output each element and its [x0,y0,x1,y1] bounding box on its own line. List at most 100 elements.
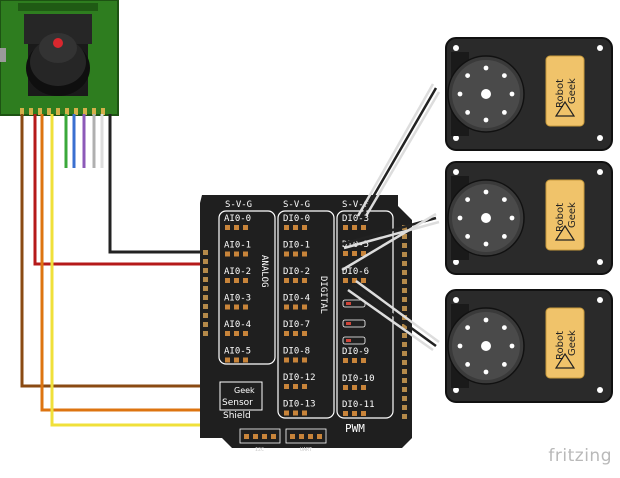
mount-hole-icon [453,45,459,51]
header-pin[interactable] [343,385,348,390]
header-pin[interactable] [243,357,248,363]
horn-hole-icon [501,197,507,203]
edge-pin [203,304,208,309]
brand-line1: Robot [555,79,566,108]
header-pin[interactable] [284,331,289,336]
header-pin[interactable] [284,304,289,310]
header-pin[interactable] [293,304,298,310]
edge-pin [402,252,407,257]
edge-pin [203,331,208,336]
analog-pin-row: AI0-0 [224,214,251,230]
digital-pin-label: DI0-8 [283,347,310,357]
edge-pin [203,250,208,255]
header-pin[interactable] [284,384,289,389]
header-pin[interactable] [361,251,366,256]
edge-pin [402,288,407,293]
robotgeek-logo-icon [554,352,576,369]
header-pin[interactable] [302,384,307,389]
header-pin[interactable] [352,411,357,416]
header-pin[interactable] [284,225,289,230]
header-pin[interactable] [302,251,307,257]
header-pin[interactable] [361,358,366,363]
header-pin[interactable] [284,357,289,363]
header-pin[interactable] [225,278,230,283]
header-pin[interactable] [234,225,239,230]
header-pin[interactable] [352,385,357,390]
header-pin[interactable] [343,278,348,283]
brand-line1: Robot [555,331,566,360]
horn-center-icon [481,341,491,351]
header-pin[interactable] [234,278,239,283]
header-pin[interactable] [361,278,366,283]
header-pin[interactable] [243,304,248,310]
edge-pin [402,279,407,284]
header-pin[interactable] [284,251,289,257]
camera-pin [92,108,96,115]
pwm-label: PWM [345,422,365,435]
header-pin[interactable] [302,278,307,283]
header-pin[interactable] [293,410,298,416]
header-pin[interactable] [225,304,230,310]
edge-pin [402,369,407,374]
header-pin[interactable] [225,357,230,363]
lens-dot-icon [53,38,63,48]
digital-pin-row: DI0-0 [283,214,310,230]
header-pin[interactable] [352,278,357,283]
digital-pin-row: DI0-8 [283,347,310,363]
header-pin[interactable] [234,331,239,336]
header-pin[interactable] [243,251,248,257]
brand-line2: Geek [567,330,578,356]
header-pin[interactable] [352,358,357,363]
edge-pin [402,297,407,302]
camera-pin [29,108,33,115]
header-pin[interactable] [302,304,307,310]
header-pin[interactable] [225,251,230,257]
header-pin[interactable] [302,225,307,230]
horn-hole-icon [483,117,489,123]
header-pin[interactable] [343,225,348,230]
mount-hole-icon [597,387,603,393]
header-pin[interactable] [284,278,289,283]
header-pin[interactable] [302,410,307,416]
header-pin[interactable] [293,384,298,389]
robotgeek-label [545,179,585,251]
horn-center-icon [481,89,491,99]
brand-line2: Geek [567,202,578,228]
edge-pin [402,270,407,275]
header-pin[interactable] [284,410,289,416]
header-pin[interactable] [302,357,307,363]
header-pin[interactable] [293,278,298,283]
header-pin[interactable] [234,304,239,310]
robotgeek-logo-icon [554,100,576,117]
camera-pin [83,108,87,115]
horn-hole-icon [501,109,507,115]
camera-pin [74,108,78,115]
header-pin[interactable] [293,225,298,230]
mini-pin [317,434,322,439]
header-pin[interactable] [243,225,248,230]
digital-pin-label: DI0-1 [283,241,310,251]
header-pin[interactable] [361,225,366,230]
header-pin[interactable] [343,411,348,416]
header-pin[interactable] [225,225,230,230]
header-pin[interactable] [234,251,239,257]
header-pin[interactable] [225,331,230,336]
header-pin[interactable] [243,278,248,283]
header-pin[interactable] [293,251,298,257]
header-pin[interactable] [352,251,357,256]
camera-pin [56,108,60,115]
header-pin[interactable] [343,358,348,363]
header-pin[interactable] [352,225,357,230]
header-pin[interactable] [361,385,366,390]
header-pin[interactable] [361,411,366,416]
header-pin[interactable] [293,357,298,363]
digital-pin-label: DI0-6 [342,267,369,277]
header-pin[interactable] [302,331,307,336]
header-pin[interactable] [243,331,248,336]
header-pin[interactable] [343,251,348,256]
digital-pin-row: DI0-3 [342,214,369,230]
mini-pin [253,434,258,439]
edge-pin [203,268,208,273]
header-pin[interactable] [293,331,298,336]
header-pin[interactable] [234,357,239,363]
